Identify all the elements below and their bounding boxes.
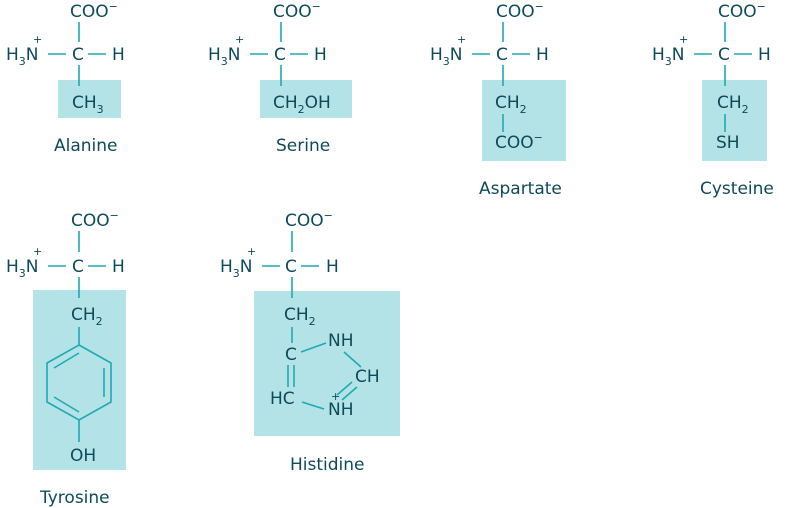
- tyrosine-methylene: CH2: [71, 305, 103, 328]
- tyrosine-structure: COO− H3N + C H CH2 OH Tyrosine: [6, 209, 126, 508]
- alanine-side-chain-highlight: [58, 80, 121, 118]
- histidine-carboxylate: COO−: [285, 209, 333, 231]
- cysteine-carboxylate: COO−: [718, 0, 766, 22]
- aspartate-side-carboxylate: COO−: [495, 131, 543, 153]
- histidine-methylene: CH2: [284, 305, 316, 328]
- cysteine-side-chain-highlight: [702, 80, 767, 161]
- serine-label: Serine: [276, 136, 330, 156]
- histidine-structure: COO− H3N + C H CH2 C NH CH NH + HC Histi…: [220, 209, 400, 475]
- alanine-structure: COO− H3N + C H CH3 Alanine: [6, 0, 125, 156]
- histidine-ring-nh-charged: NH: [328, 400, 354, 420]
- alanine-amino-charge: +: [33, 33, 42, 46]
- aspartate-methylene: CH2: [495, 93, 527, 116]
- tyrosine-hydroxyl: OH: [70, 446, 96, 466]
- alanine-methyl: CH3: [72, 93, 104, 116]
- aspartate-amino-charge: +: [457, 33, 466, 46]
- cysteine-alpha-carbon: C: [718, 45, 730, 65]
- cysteine-structure: COO− H3N + C H CH2 SH Cysteine: [652, 0, 774, 199]
- serine-carboxylate: COO−: [273, 0, 321, 22]
- histidine-alpha-carbon: C: [285, 257, 297, 277]
- aspartate-side-chain-highlight: [482, 80, 566, 161]
- serine-structure: COO− H3N + C H CH2OH Serine: [208, 0, 352, 156]
- cysteine-alpha-hydrogen: H: [758, 45, 771, 65]
- cysteine-label: Cysteine: [700, 179, 774, 199]
- serine-alpha-hydrogen: H: [314, 45, 327, 65]
- tyrosine-amino-group: H3N: [6, 257, 39, 280]
- histidine-ring-nh: NH: [328, 331, 354, 351]
- tyrosine-amino-charge: +: [33, 245, 42, 258]
- aspartate-label: Aspartate: [479, 179, 562, 199]
- cysteine-methylene: CH2: [717, 93, 749, 116]
- histidine-ring-carbon: C: [285, 345, 297, 365]
- alanine-alpha-carbon: C: [72, 45, 84, 65]
- histidine-label: Histidine: [290, 455, 365, 475]
- histidine-amino-group: H3N: [220, 257, 253, 280]
- aspartate-alpha-hydrogen: H: [536, 45, 549, 65]
- aspartate-alpha-carbon: C: [496, 45, 508, 65]
- tyrosine-alpha-hydrogen: H: [112, 257, 125, 277]
- histidine-ring-charge: +: [331, 390, 340, 403]
- alanine-amino-group: H3N: [6, 45, 39, 68]
- aspartate-carboxylate: COO−: [496, 0, 544, 22]
- histidine-amino-charge: +: [247, 245, 256, 258]
- aspartate-structure: COO− H3N + C H CH2 COO− Aspartate: [430, 0, 566, 199]
- alanine-alpha-hydrogen: H: [112, 45, 125, 65]
- serine-side-chain-highlight: [260, 80, 352, 118]
- serine-alpha-carbon: C: [274, 45, 286, 65]
- alanine-label: Alanine: [54, 136, 118, 156]
- histidine-ring-ch: CH: [355, 367, 380, 387]
- tyrosine-carboxylate: COO−: [71, 209, 119, 231]
- tyrosine-label: Tyrosine: [39, 488, 110, 508]
- tyrosine-alpha-carbon: C: [72, 257, 84, 277]
- serine-amino-group: H3N: [208, 45, 241, 68]
- histidine-side-chain-highlight: [254, 291, 400, 436]
- serine-hydroxymethyl: CH2OH: [273, 93, 331, 116]
- alanine-carboxylate: COO−: [70, 0, 118, 22]
- cysteine-thiol: SH: [716, 133, 740, 153]
- histidine-ring-hc: HC: [270, 389, 295, 409]
- serine-amino-charge: +: [235, 33, 244, 46]
- cysteine-amino-group: H3N: [652, 45, 685, 68]
- aspartate-amino-group: H3N: [430, 45, 463, 68]
- cysteine-amino-charge: +: [679, 33, 688, 46]
- histidine-alpha-hydrogen: H: [326, 257, 339, 277]
